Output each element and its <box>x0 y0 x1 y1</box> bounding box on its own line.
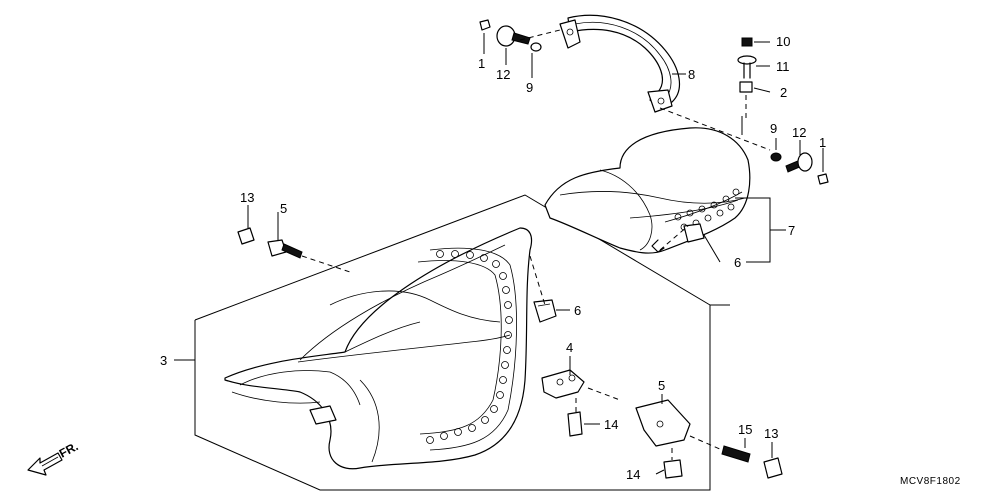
knob-bolt-part-12-right[interactable] <box>785 152 813 173</box>
screw-part-11[interactable] <box>737 55 757 79</box>
part-labels: 1 12 9 8 10 11 2 9 12 1 7 6 13 5 6 3 4 1… <box>160 34 826 482</box>
label-part-12-top: 12 <box>496 67 510 82</box>
grommet-part-6-middle[interactable] <box>533 299 557 323</box>
label-part-15: 15 <box>738 422 752 437</box>
bracket-part-4[interactable] <box>541 369 585 399</box>
label-part-1-top: 1 <box>478 56 485 71</box>
label-part-4: 4 <box>566 340 573 355</box>
bracket-part-5-right[interactable] <box>635 399 691 447</box>
label-part-3: 3 <box>160 353 167 368</box>
cap-part-10[interactable] <box>741 37 753 47</box>
leader-lines <box>174 33 824 475</box>
label-part-5-right: 5 <box>658 378 665 393</box>
label-part-11: 11 <box>776 59 790 74</box>
passenger-seat[interactable] <box>544 127 751 254</box>
label-part-13-left: 13 <box>240 190 254 205</box>
label-part-1-right: 1 <box>819 135 826 150</box>
label-part-6-middle: 6 <box>574 303 581 318</box>
label-part-12-right: 12 <box>792 125 806 140</box>
label-part-7: 7 <box>788 223 795 238</box>
bolt-part-5-left[interactable] <box>267 239 303 259</box>
grommet-part-6-rear[interactable] <box>683 223 705 243</box>
bolt-part-14-center[interactable] <box>567 411 583 437</box>
label-part-13-right: 13 <box>764 426 778 441</box>
label-part-5-left: 5 <box>280 201 287 216</box>
grab-strap[interactable] <box>559 14 681 113</box>
label-part-10: 10 <box>776 34 790 49</box>
mounting-lines <box>301 29 771 460</box>
nut-part-1-right[interactable] <box>817 173 829 185</box>
rider-seat-studs <box>426 250 513 444</box>
collar-part-2[interactable] <box>739 81 753 93</box>
diagram-code: MCV8F1802 <box>900 476 961 487</box>
label-part-6-rear: 6 <box>734 255 741 270</box>
grommet-part-13-right[interactable] <box>763 457 783 479</box>
label-part-9-right: 9 <box>770 121 777 136</box>
knob-bolt-part-12-top[interactable] <box>496 25 531 47</box>
label-part-14-center: 14 <box>604 417 618 432</box>
label-part-8: 8 <box>688 67 695 82</box>
grommet-part-13-left[interactable] <box>237 227 255 245</box>
bolt-part-15[interactable] <box>721 445 751 463</box>
front-direction-marker: FR. <box>27 439 80 476</box>
bolt-part-14-bottom[interactable] <box>663 459 683 479</box>
rider-seat[interactable] <box>224 227 533 470</box>
washer-part-9-right[interactable] <box>770 152 782 162</box>
label-part-2: 2 <box>780 85 787 100</box>
front-seat-assembly-outline <box>194 194 730 491</box>
washer-part-9-top[interactable] <box>530 42 542 52</box>
label-part-14-bottom: 14 <box>626 467 640 482</box>
label-part-9-top: 9 <box>526 80 533 95</box>
nut-part-1-top[interactable] <box>479 19 491 31</box>
